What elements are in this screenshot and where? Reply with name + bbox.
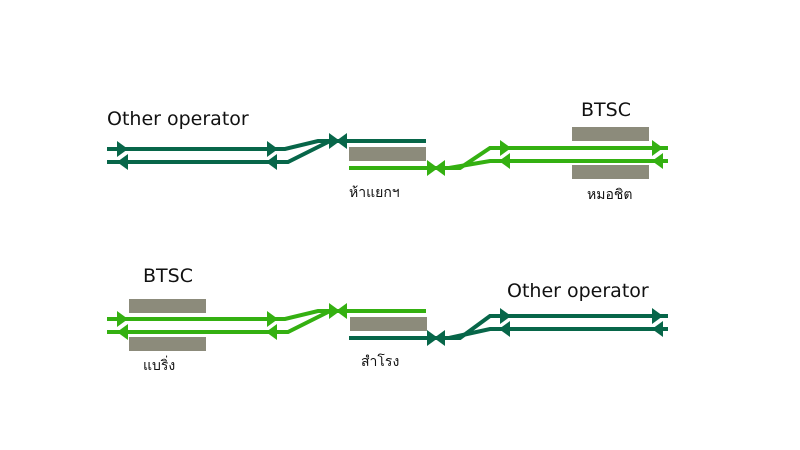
station-label-samrong: สำโรง [361, 353, 399, 370]
platform-mo-chit-lower [572, 165, 649, 179]
arrow-right-icon [267, 141, 278, 157]
top-left-operator-label: Other operator [107, 108, 249, 130]
station-label-mo-chit: หมอชิต [587, 187, 632, 203]
arrow-right-icon [117, 311, 128, 327]
top-right-operator-label: BTSC [581, 99, 631, 121]
arrow-left-icon [117, 324, 128, 340]
arrow-right-icon [267, 311, 278, 327]
arrow-right-icon [117, 141, 128, 157]
arrow-left-icon [652, 321, 663, 337]
platform-ha-yaek [349, 147, 426, 161]
track-other-lower [107, 139, 331, 164]
track-btsc-lower [448, 159, 668, 170]
arrow-right-icon [652, 308, 663, 324]
diagram-bottom: BTSC Other operator [107, 265, 668, 374]
arrow-left-icon [266, 154, 277, 170]
diagram-top: Other operator BTSC [107, 99, 668, 203]
bottom-left-operator-label: BTSC [143, 265, 193, 287]
buffer-stop-icon [329, 303, 340, 319]
arrow-right-icon [500, 140, 511, 156]
track-btsc-upper [349, 146, 668, 170]
platform-mo-chit-upper [572, 127, 649, 141]
platform-bearing-upper [129, 299, 206, 313]
buffer-stop-icon [427, 160, 438, 176]
station-label-bearing: แบริ่ง [143, 356, 175, 374]
track-other-upper [107, 139, 426, 151]
station-label-ha-yaek: ห้าแยกฯ [349, 185, 400, 201]
platform-bearing-lower [129, 337, 206, 351]
track-btsc-upper [107, 309, 426, 321]
track-btsc-lower [107, 309, 331, 334]
arrow-right-icon [500, 308, 511, 324]
track-other-upper [349, 314, 668, 340]
arrow-right-icon [652, 140, 663, 156]
buffer-stop-icon [329, 133, 340, 149]
arrow-left-icon [117, 154, 128, 170]
arrow-left-icon [652, 153, 663, 169]
buffer-stop-icon [336, 303, 347, 319]
track-other-lower [448, 327, 668, 340]
buffer-stop-icon [336, 133, 347, 149]
arrow-left-icon [499, 321, 510, 337]
arrow-left-icon [266, 324, 277, 340]
platform-samrong [350, 317, 427, 331]
buffer-stop-icon [434, 330, 445, 346]
buffer-stop-icon [427, 330, 438, 346]
bottom-right-operator-label: Other operator [507, 280, 649, 302]
arrow-left-icon [499, 153, 510, 169]
buffer-stop-icon [434, 160, 445, 176]
